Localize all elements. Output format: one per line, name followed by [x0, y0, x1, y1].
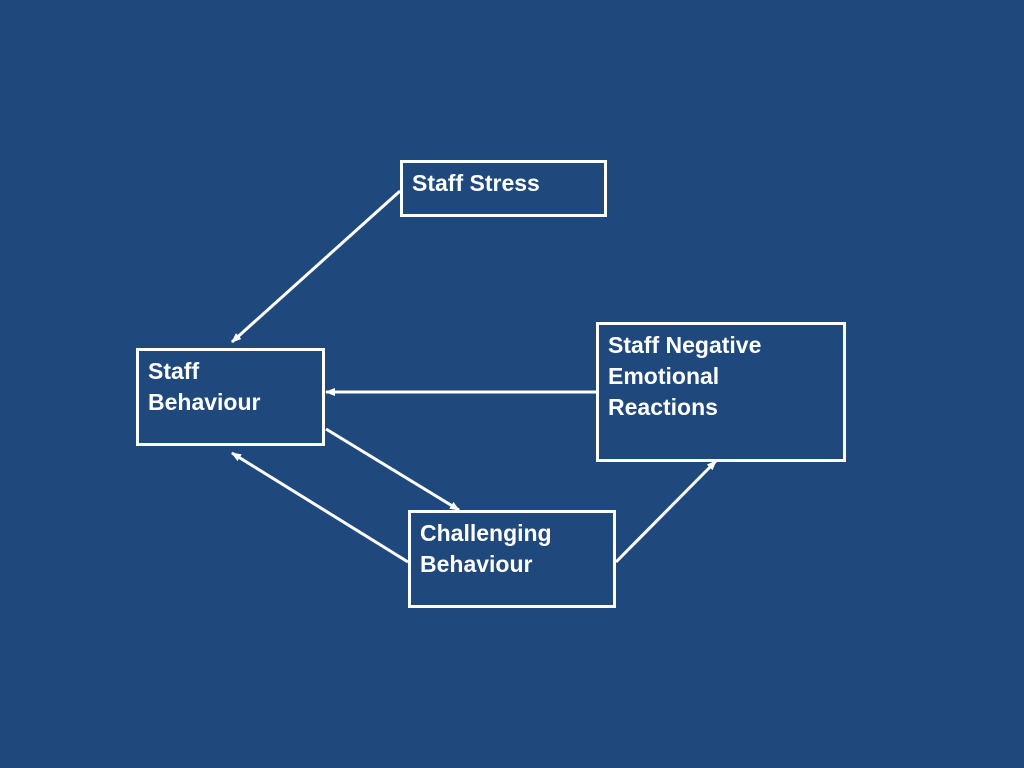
staff-behaviour-box: Staff Behaviour [136, 348, 325, 446]
staff-negative-emotional-reactions-box: Staff Negative Emotional Reactions [596, 322, 846, 462]
staff-negative-label-line-2: Emotional [608, 363, 720, 389]
edge-behaviour-to-challenging [325, 427, 460, 512]
challenging-behaviour-label-line-2: Behaviour [420, 551, 533, 577]
staff-behaviour-label-line-1: Staff [148, 358, 200, 384]
challenging-behaviour-box: Challenging Behaviour [408, 510, 616, 608]
staff-behaviour-label-line-2: Behaviour [148, 389, 261, 415]
challenging-behaviour-label-line-1: Challenging [420, 520, 552, 546]
staff-stress-box: Staff Stress [400, 160, 607, 217]
edge-stress-to-behaviour [230, 189, 402, 344]
edge-challenging-to-negative [614, 459, 718, 564]
staff-negative-label-line-3: Reactions [608, 394, 718, 420]
staff-stress-label: Staff Stress [412, 170, 540, 196]
edge-challenging-to-behaviour [231, 451, 409, 564]
staff-negative-label-line-1: Staff Negative [608, 332, 762, 358]
